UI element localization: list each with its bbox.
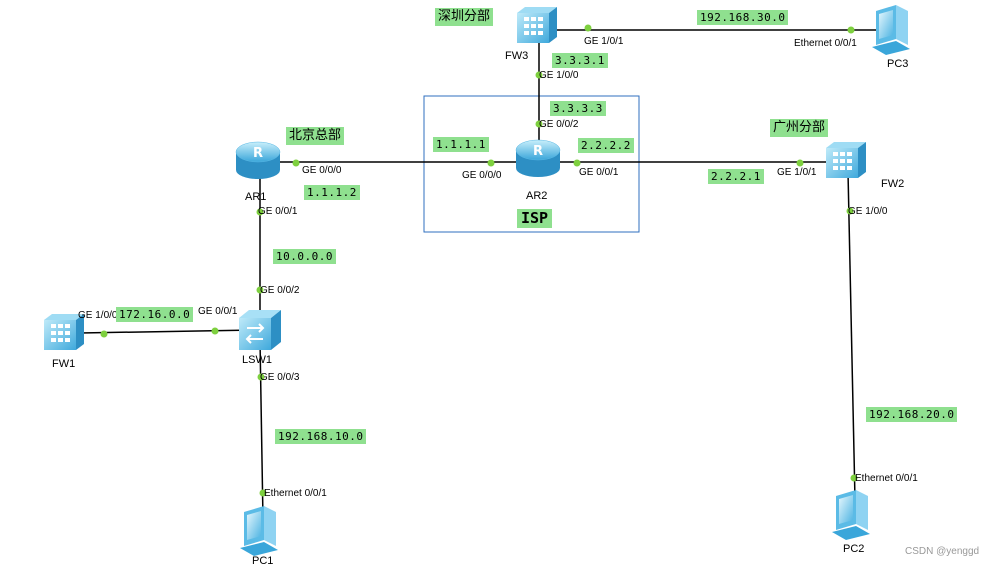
port-label: GE 1/0/1 xyxy=(584,36,624,47)
svg-text:R: R xyxy=(253,146,263,161)
port-label: GE 0/0/3 xyxy=(260,372,300,383)
port-dot xyxy=(211,327,219,335)
port-dot xyxy=(573,159,581,167)
network-label: 3.3.3.3 xyxy=(550,101,606,116)
port-dot xyxy=(796,159,804,167)
port-label: GE 1/0/0 xyxy=(78,310,118,321)
port-dot xyxy=(256,208,264,216)
device-name-pc3: PC3 xyxy=(887,58,909,70)
port-label: GE 0/0/0 xyxy=(302,165,342,176)
pc-icon[interactable] xyxy=(870,5,914,55)
port-label: GE 1/0/0 xyxy=(848,206,888,217)
site-label-shenzhen: 深圳分部 xyxy=(435,8,494,26)
isp-label: ISP xyxy=(517,209,553,228)
port-label: GE 1/0/0 xyxy=(539,70,579,81)
router-icon[interactable]: R xyxy=(513,136,563,184)
port-label: GE 0/0/2 xyxy=(260,285,300,296)
network-label: 192.168.30.0 xyxy=(697,10,789,25)
port-dot xyxy=(257,373,265,381)
firewall-icon[interactable] xyxy=(824,140,868,180)
port-label: GE 0/0/1 xyxy=(198,306,238,317)
port-label: GE 0/0/1 xyxy=(579,167,619,178)
port-dot xyxy=(847,26,855,34)
pc-icon[interactable] xyxy=(830,490,874,540)
device-name-fw3: FW3 xyxy=(505,50,529,62)
device-name-fw2: FW2 xyxy=(881,178,905,190)
watermark: CSDN @yenggd xyxy=(905,546,980,557)
port-dot xyxy=(535,71,543,79)
network-label: 3.3.3.1 xyxy=(552,53,608,68)
port-dot xyxy=(535,120,543,128)
device-name-lsw1: LSW1 xyxy=(242,354,272,366)
port-dot xyxy=(259,489,267,497)
port-dot xyxy=(584,24,592,32)
network-label: 1.1.1.2 xyxy=(304,185,360,200)
port-label: Ethernet 0/0/1 xyxy=(794,38,857,49)
port-label: Ethernet 0/0/1 xyxy=(855,473,918,484)
pc-icon[interactable] xyxy=(238,506,282,556)
network-label: 172.16.0.0 xyxy=(116,307,194,322)
port-label: GE 0/0/2 xyxy=(539,119,579,130)
port-label: Ethernet 0/0/1 xyxy=(264,488,327,499)
link-fw1-lsw1 xyxy=(79,329,256,334)
switch-icon[interactable] xyxy=(237,308,283,354)
network-label: 10.0.0.0 xyxy=(273,249,336,264)
site-label-beijing: 北京总部 xyxy=(286,127,345,145)
isp-box xyxy=(423,95,640,233)
network-label: 1.1.1.1 xyxy=(433,137,489,152)
site-label-guangzhou: 广州分部 xyxy=(770,119,829,137)
device-name-ar1: AR1 xyxy=(245,191,267,203)
router-icon[interactable]: R xyxy=(233,138,283,186)
device-name-pc2: PC2 xyxy=(843,543,865,555)
link-fw2-pc2 xyxy=(847,171,856,501)
port-label: GE 0/0/1 xyxy=(258,206,298,217)
network-label: 2.2.2.1 xyxy=(708,169,764,184)
device-name-ar2: AR2 xyxy=(526,190,548,202)
port-label: GE 0/0/0 xyxy=(462,170,502,181)
device-name-fw1: FW1 xyxy=(52,358,76,370)
port-label: GE 1/0/1 xyxy=(777,167,817,178)
network-label: 192.168.10.0 xyxy=(275,429,367,444)
port-dot xyxy=(292,159,300,167)
device-name-pc1: PC1 xyxy=(252,555,274,567)
firewall-icon[interactable] xyxy=(515,5,559,45)
port-dot xyxy=(850,474,858,482)
svg-text:R: R xyxy=(533,144,543,159)
port-dot xyxy=(100,330,108,338)
network-label: 192.168.20.0 xyxy=(866,407,958,422)
firewall-icon[interactable] xyxy=(42,312,86,352)
port-dot xyxy=(487,159,495,167)
port-dots xyxy=(100,24,858,497)
port-dot xyxy=(846,207,854,215)
port-dot xyxy=(256,286,264,294)
network-label: 2.2.2.2 xyxy=(578,138,634,153)
